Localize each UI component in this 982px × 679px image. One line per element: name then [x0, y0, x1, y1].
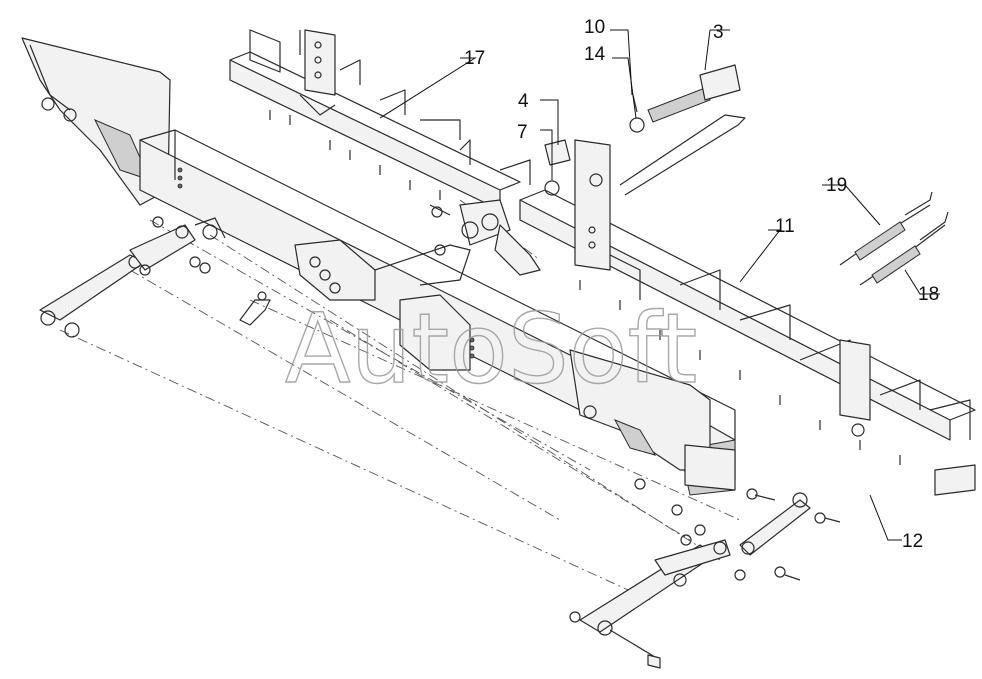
callout-label-18: 18	[918, 284, 939, 305]
tine-bar-lower	[519, 139, 976, 496]
middle-bracket-left	[294, 239, 471, 301]
lower-link-right	[579, 492, 811, 669]
callout-label-19: 19	[826, 175, 847, 196]
rear-hitch-bracket	[569, 349, 736, 491]
left-hitch-bracket	[21, 37, 171, 206]
lower-link-left	[39, 217, 226, 338]
tine-teeth	[269, 110, 901, 465]
nut-part-7	[544, 180, 560, 196]
assembly-center-lines	[59, 199, 741, 601]
callout-label-12: 12	[902, 531, 923, 552]
hardware-parts	[544, 64, 746, 196]
pivot-hinge	[429, 199, 541, 276]
callout-leaders	[379, 29, 940, 541]
watermark-text: AutoSoft	[285, 293, 697, 405]
callout-label-14: 14	[584, 44, 606, 65]
callout-numbers: 3 4 7 10 11 12 14 17 18 19	[464, 17, 939, 552]
threaded-bolt-part-3	[647, 87, 711, 123]
callout-label-3: 3	[713, 22, 724, 43]
callout-label-17: 17	[464, 48, 485, 69]
callout-label-10: 10	[584, 17, 605, 38]
callout-label-7: 7	[517, 122, 528, 143]
middle-bracket-right	[399, 294, 475, 371]
washer-part-14	[629, 117, 645, 133]
spring-clip	[239, 291, 271, 326]
callout-label-4: 4	[518, 91, 529, 112]
spring-parts	[839, 191, 949, 286]
fasteners	[139, 216, 841, 623]
callout-label-11: 11	[775, 216, 795, 237]
